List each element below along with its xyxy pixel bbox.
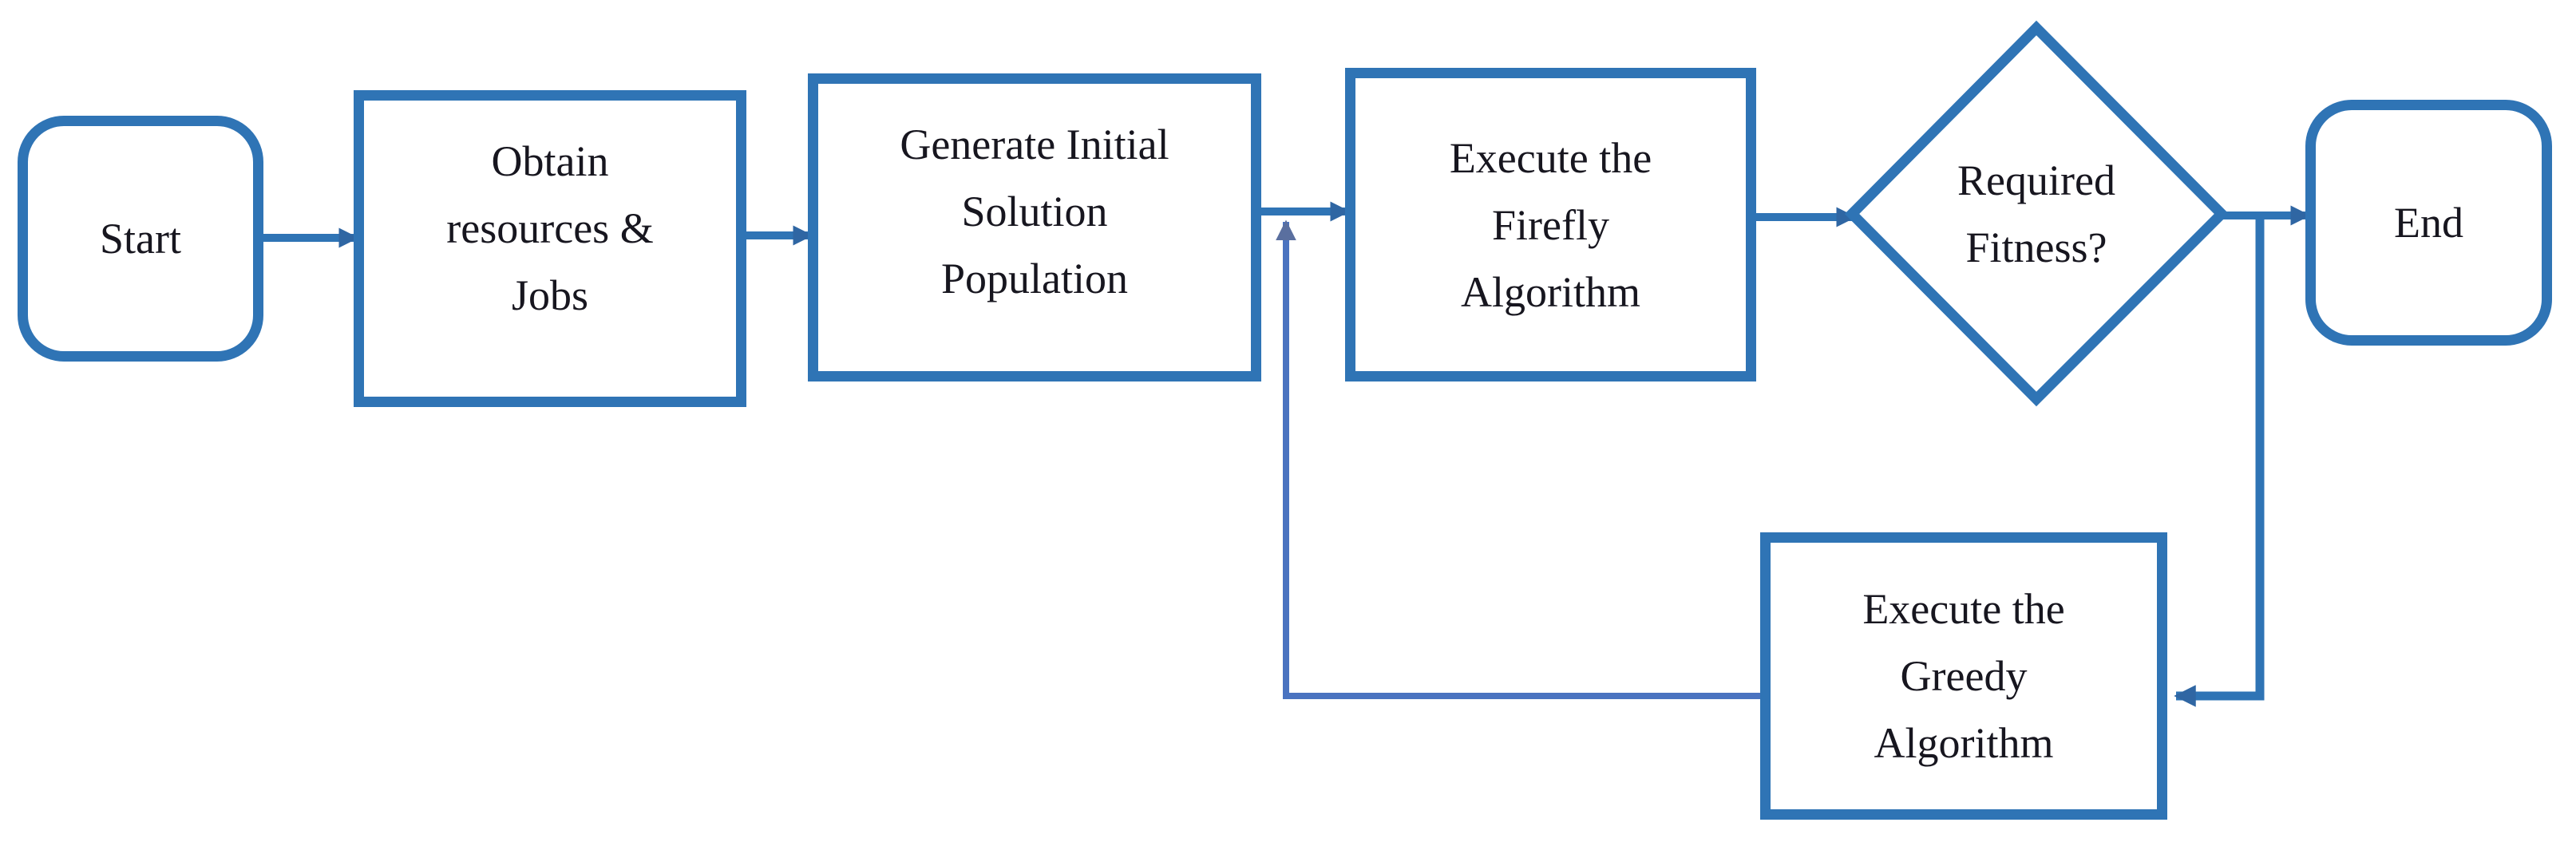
decision-diamond-shape [1844, 20, 2230, 407]
node-start: Start [18, 116, 263, 362]
node-firefly-algorithm: Execute the Firefly Algorithm [1345, 68, 1756, 381]
node-obtain-resources-label: Obtain resources & Jobs [446, 137, 654, 319]
node-decision-label: Required Fitness? [1957, 156, 2115, 271]
node-greedy-algorithm-label: Execute the Greedy Algorithm [1862, 585, 2065, 767]
connector-greedy-loopback [1276, 219, 1760, 699]
node-generate-population-label: Generate Initial Solution Population [900, 121, 1169, 302]
node-greedy-algorithm: Execute the Greedy Algorithm [1760, 532, 2167, 820]
node-obtain-resources: Obtain resources & Jobs [354, 90, 746, 407]
connector-decision-greedy [2174, 219, 2265, 707]
node-firefly-algorithm-label: Execute the Firefly Algorithm [1449, 133, 1652, 316]
node-generate-population: Generate Initial Solution Population [808, 73, 1261, 381]
node-start-label: Start [100, 215, 181, 263]
node-end: End [2305, 100, 2552, 346]
node-decision-label-box: Required Fitness? [1877, 114, 2196, 314]
node-end-label: End [2394, 199, 2463, 247]
